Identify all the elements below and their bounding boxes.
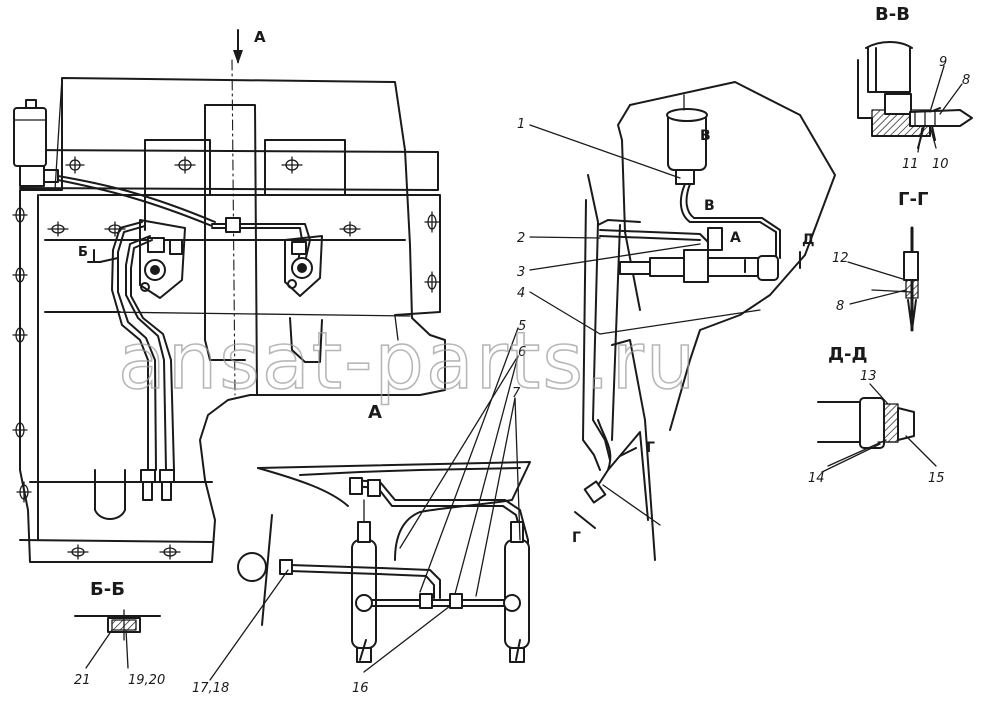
right-washer-jet bbox=[504, 521, 530, 663]
callout-10: 10 bbox=[932, 157, 949, 172]
cut-v-upper-label: В bbox=[700, 128, 711, 144]
callout-4: 4 bbox=[517, 286, 525, 301]
view-a-arrow-label: А bbox=[254, 28, 266, 46]
callout-6: 6 bbox=[518, 345, 526, 360]
side-reservoir bbox=[666, 94, 708, 185]
view-a-caption: А bbox=[368, 402, 382, 423]
callout-11: 11 bbox=[902, 157, 919, 172]
section-b-b-label: Б-Б bbox=[90, 579, 125, 600]
callout-21: 21 bbox=[74, 673, 91, 688]
callout-9: 9 bbox=[939, 55, 947, 70]
left-washer-jet bbox=[351, 499, 377, 663]
cut-v-lower-label: В bbox=[704, 198, 715, 214]
cut-g-lower-label: Г bbox=[572, 530, 581, 546]
callout-14: 14 bbox=[808, 471, 825, 486]
right-wiper-pivot bbox=[284, 235, 323, 297]
cut-g-upper-label: Г bbox=[646, 440, 655, 456]
side-view-assembly: В В А Д Г Г bbox=[572, 81, 836, 561]
section-v-v-label: В-В bbox=[875, 4, 910, 25]
hood-nozzle-assembly bbox=[237, 461, 531, 663]
callout-1: 1 bbox=[517, 117, 525, 132]
callout-8-bottom: 8 bbox=[836, 299, 844, 314]
section-d-d: Д-Д bbox=[817, 344, 915, 449]
cut-b-label: Б bbox=[78, 245, 88, 260]
left-wiper-pivot bbox=[139, 219, 186, 299]
callout-2: 2 bbox=[517, 231, 525, 246]
leader-lines bbox=[85, 65, 963, 681]
section-g-g-label: Г-Г bbox=[898, 189, 928, 210]
section-g-g: Г-Г bbox=[871, 189, 928, 332]
washer-reservoir bbox=[13, 99, 59, 187]
callout-19-20: 19,20 bbox=[128, 673, 165, 688]
callout-16: 16 bbox=[352, 681, 369, 696]
callout-12: 12 bbox=[832, 251, 849, 266]
callout-3: 3 bbox=[517, 265, 525, 280]
view-a-assembly: Б А А bbox=[12, 28, 446, 563]
cut-d-right-label: А bbox=[730, 230, 741, 246]
bolt-symbols bbox=[12, 156, 440, 560]
callout-8-top: 8 bbox=[962, 73, 970, 88]
washer-pump bbox=[619, 227, 779, 283]
callout-15: 15 bbox=[928, 471, 945, 486]
section-b-b: Б-Б bbox=[74, 579, 161, 641]
view-a-arrow: А bbox=[233, 28, 266, 64]
watermark: ansat-parts.ru bbox=[118, 317, 697, 407]
callout-7: 7 bbox=[512, 386, 521, 401]
section-d-d-label: Д-Д bbox=[828, 344, 868, 365]
section-v-v: В-В bbox=[857, 4, 973, 149]
cut-d-left-label: Д bbox=[802, 232, 814, 248]
callout-5: 5 bbox=[518, 319, 526, 334]
callout-13: 13 bbox=[860, 369, 877, 384]
callout-numbers: 1 2 3 4 5 6 7 8 8 9 10 11 12 13 14 15 16… bbox=[74, 55, 970, 696]
callout-17-18: 17,18 bbox=[192, 681, 229, 696]
